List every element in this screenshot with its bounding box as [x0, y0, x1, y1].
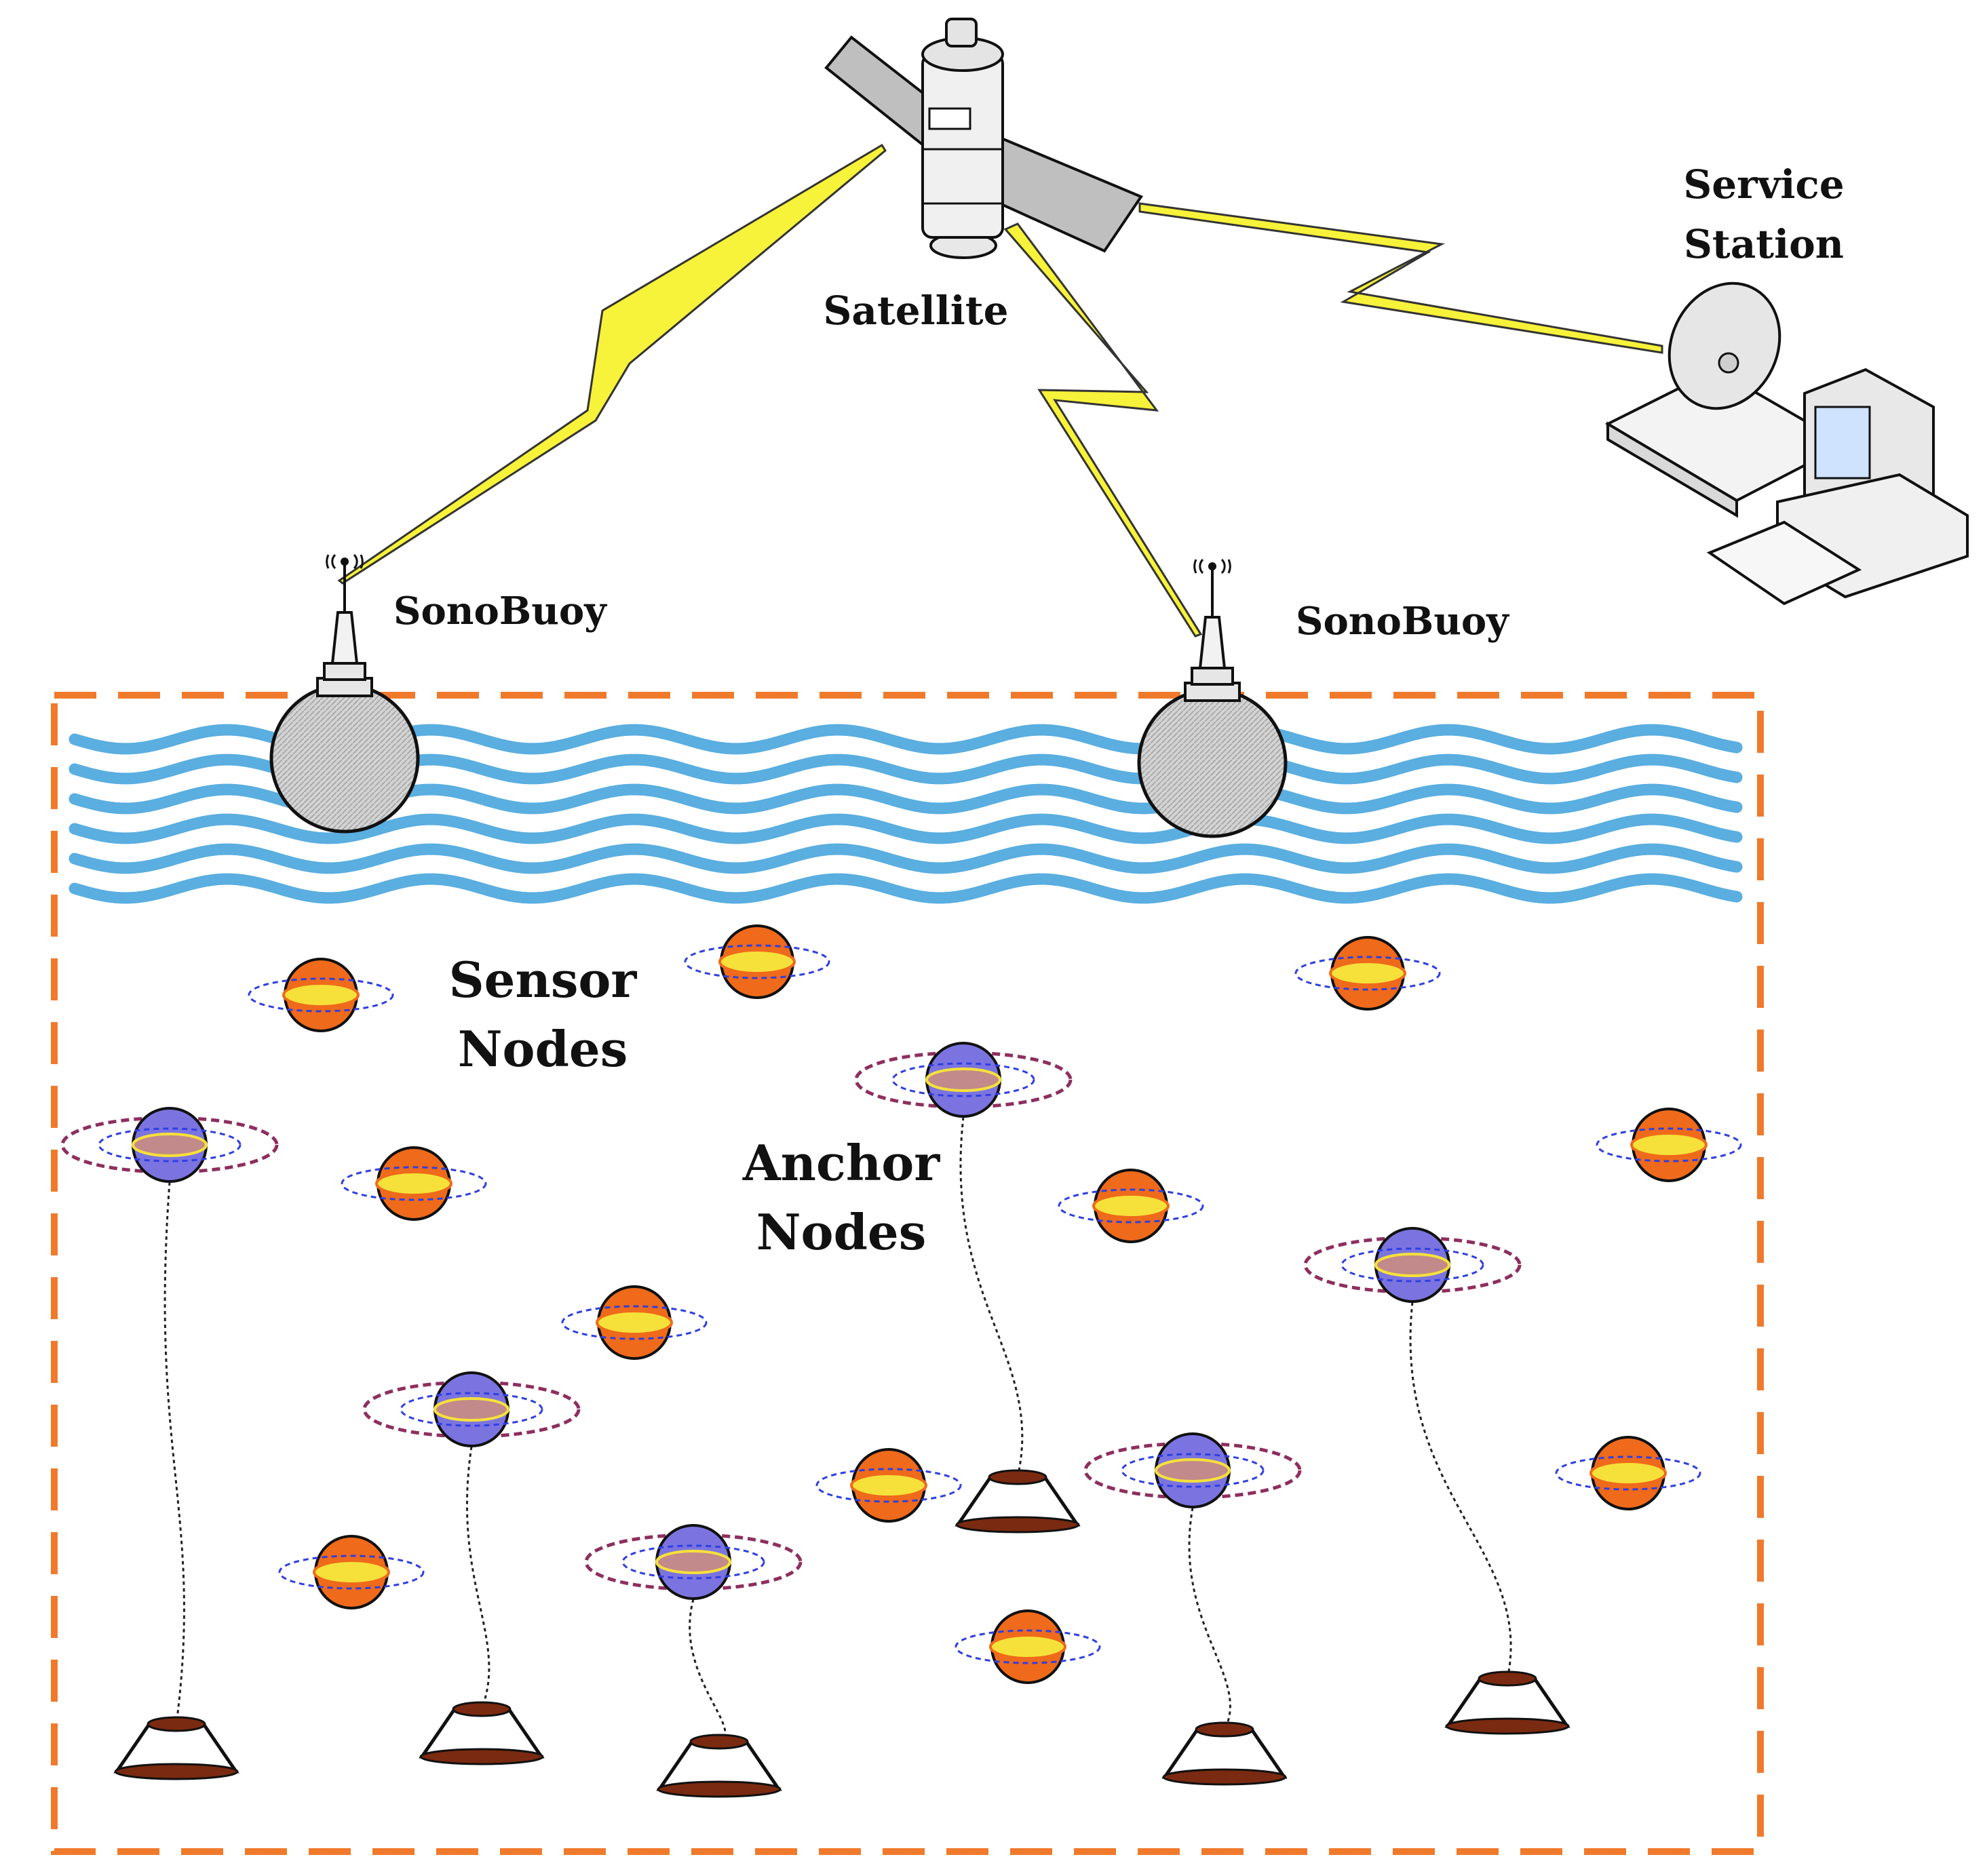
lightning-link-icon — [337, 143, 887, 585]
sensor-node-icon — [1555, 1436, 1701, 1510]
sonobuoys — [269, 553, 1288, 838]
sensor-node-icon — [1058, 1169, 1204, 1243]
anchor-tether — [959, 1116, 1024, 1478]
anchor-node-icon — [1303, 1227, 1522, 1303]
sonobuoy-label-right: SonoBuoy — [1296, 599, 1509, 644]
sensor-node-icon — [278, 1535, 425, 1609]
wave-line — [69, 813, 1743, 844]
anchor-tether — [1188, 1507, 1231, 1730]
sensor-node-icon — [1596, 1108, 1742, 1182]
service-station-label-line2: Station — [1684, 221, 1844, 267]
deployment-area-boundary — [51, 692, 1764, 1855]
anchor-weights — [113, 1469, 1570, 1798]
water-surface-icon — [69, 724, 1743, 904]
buoy-float — [1137, 688, 1288, 838]
anchor-node-icon — [1083, 1432, 1302, 1508]
anchor-weight-icon — [1444, 1670, 1570, 1735]
wave-line — [69, 843, 1743, 874]
anchor-node-icon — [60, 1107, 279, 1183]
anchor-weight-icon — [419, 1701, 545, 1765]
sensor-node-icon — [248, 958, 394, 1032]
anchor-weight-icon — [1161, 1721, 1288, 1786]
sensor-node-icon — [955, 1609, 1101, 1684]
sensor-node-icon — [561, 1285, 708, 1360]
sensor-node-icon — [341, 1146, 487, 1221]
satellite-icon — [824, 18, 1144, 259]
lightning-link-icon — [1003, 222, 1203, 638]
anchor-tether — [1409, 1302, 1512, 1679]
anchor-weight-icon — [656, 1734, 782, 1798]
lightning-link-center — [1003, 222, 1203, 638]
service-station-icon — [1604, 281, 1969, 606]
anchor-nodes — [60, 1042, 1522, 1600]
sonobuoy-icon — [269, 553, 420, 834]
anchor-node-icon — [362, 1371, 581, 1447]
sensor-node-icon — [1294, 936, 1441, 1011]
satellite-label: Satellite — [824, 288, 1009, 334]
lightning-link-left — [337, 143, 887, 585]
buoy-float — [269, 683, 420, 834]
anchor-node-icon — [854, 1042, 1073, 1118]
sensor-nodes — [248, 924, 1742, 1684]
sensor-nodes-label-line1: Sensor — [449, 951, 638, 1009]
anchor-weight-icon — [113, 1716, 239, 1780]
sonobuoy-label-left: SonoBuoy — [393, 589, 607, 633]
sensor-node-icon — [815, 1448, 962, 1523]
lightning-link-icon — [1138, 202, 1663, 354]
sensor-nodes-label-line2: Nodes — [458, 1020, 628, 1078]
lightning-link-right — [1138, 202, 1663, 354]
anchor-weight-icon — [955, 1469, 1081, 1533]
sonobuoy-icon — [1137, 558, 1288, 838]
anchor-node-icon — [584, 1524, 803, 1600]
anchor-nodes-label-line1: Anchor — [742, 1134, 940, 1192]
wave-line — [69, 873, 1743, 904]
anchor-tether — [163, 1181, 185, 1725]
service-station-label-line1: Service — [1683, 161, 1844, 208]
anchor-nodes-label-line2: Nodes — [756, 1203, 927, 1261]
anchor-tether — [465, 1446, 490, 1710]
sensor-node-icon — [684, 924, 830, 999]
anchor-tether — [689, 1599, 727, 1743]
